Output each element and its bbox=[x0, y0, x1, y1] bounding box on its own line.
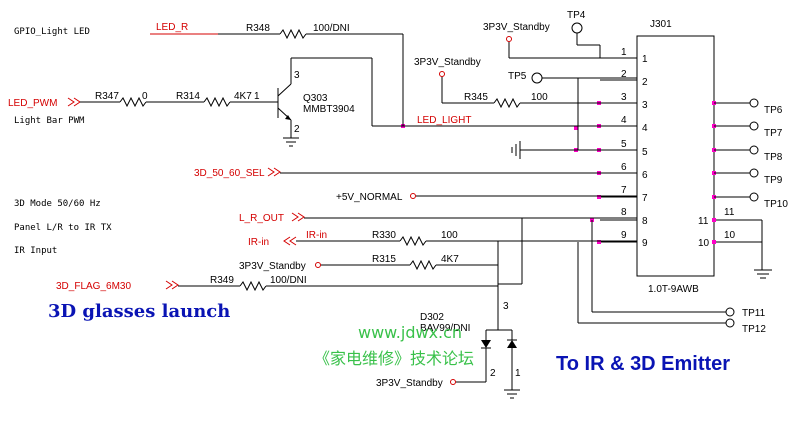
top-section: 3P3V_Standby TP4 TP5 3P3V_Standby R345 1… bbox=[414, 10, 637, 150]
svg-text:11: 11 bbox=[724, 207, 735, 218]
svg-text:2: 2 bbox=[642, 77, 648, 88]
svg-text:IR-in: IR-in bbox=[306, 230, 327, 241]
svg-text:TP7: TP7 bbox=[764, 128, 783, 139]
svg-text:3: 3 bbox=[642, 100, 648, 111]
svg-text:2: 2 bbox=[294, 124, 300, 135]
notes: 3D Mode 50/60 Hz Panel L/R to IR TX IR I… bbox=[14, 199, 112, 256]
svg-text:6: 6 bbox=[642, 170, 648, 181]
svg-text:+5V_NORMAL: +5V_NORMAL bbox=[336, 192, 403, 203]
right-testpoints: TP6 TP7 TP8 TP9 TP10 bbox=[714, 98, 788, 210]
svg-text:9: 9 bbox=[642, 238, 648, 249]
svg-text:3P3V_Standby: 3P3V_Standby bbox=[414, 57, 481, 68]
svg-text:R345: R345 bbox=[464, 92, 488, 103]
led-r-section: GPIO_Light LED LED_R R348 100/DNI bbox=[14, 22, 404, 126]
svg-text:BAV99/DNI: BAV99/DNI bbox=[420, 323, 470, 334]
svg-text:100/DNI: 100/DNI bbox=[270, 275, 307, 286]
connector-right-pins: 11 10 11 10 bbox=[698, 207, 772, 279]
svg-text:TP4: TP4 bbox=[567, 10, 586, 21]
svg-text:MMBT3904: MMBT3904 bbox=[303, 104, 355, 115]
svg-text:11: 11 bbox=[698, 216, 709, 227]
svg-text:1: 1 bbox=[254, 91, 260, 102]
diode-d302: 3 D302 BAV99/DNI 2 1 3P3V_Standby bbox=[376, 301, 521, 399]
svg-text:9: 9 bbox=[621, 230, 627, 241]
svg-text:3: 3 bbox=[294, 70, 300, 81]
svg-text:GPIO_Light LED: GPIO_Light LED bbox=[14, 27, 90, 37]
connector-pin-numbers-inner: 1 2 3 4 5 6 7 8 9 bbox=[642, 54, 648, 249]
svg-text:LED_LIGHT: LED_LIGHT bbox=[417, 115, 471, 126]
svg-text:5: 5 bbox=[621, 139, 627, 150]
svg-text:4K7: 4K7 bbox=[234, 91, 252, 102]
connector-j301: J301 1.0T-9AWB bbox=[636, 19, 715, 295]
svg-text:4K7: 4K7 bbox=[441, 254, 459, 265]
title-emitter: To IR & 3D Emitter bbox=[556, 353, 730, 375]
svg-text:2: 2 bbox=[490, 368, 496, 379]
title-glasses-launch: 3D glasses launch bbox=[48, 301, 230, 322]
lr-ir-section: L_R_OUT IR-in IR-in R330 100 3P3V_Standb… bbox=[239, 212, 637, 318]
svg-text:R330: R330 bbox=[372, 230, 396, 241]
svg-text:TP8: TP8 bbox=[764, 152, 783, 163]
svg-text:IR Input: IR Input bbox=[14, 246, 57, 256]
connector-ref: J301 bbox=[650, 19, 672, 30]
svg-text:R349: R349 bbox=[210, 275, 234, 286]
svg-text:1: 1 bbox=[642, 54, 648, 65]
svg-text:TP6: TP6 bbox=[764, 105, 783, 116]
svg-text:3D Mode 50/60 Hz: 3D Mode 50/60 Hz bbox=[14, 199, 101, 209]
svg-text:Q303: Q303 bbox=[303, 93, 328, 104]
svg-text:8: 8 bbox=[621, 207, 627, 218]
svg-text:5: 5 bbox=[642, 147, 648, 158]
svg-text:1: 1 bbox=[515, 368, 521, 379]
svg-text:TP5: TP5 bbox=[508, 71, 527, 82]
watermark-url: www.jdwx.cn bbox=[358, 323, 462, 342]
svg-text:0: 0 bbox=[142, 91, 148, 102]
svg-text:8: 8 bbox=[642, 216, 648, 227]
svg-text:3P3V_Standby: 3P3V_Standby bbox=[376, 378, 443, 389]
svg-text:TP9: TP9 bbox=[764, 175, 783, 186]
led-pwm-section: LED_PWM Light Bar PWM R347 0 R314 4K7 1 … bbox=[8, 57, 637, 147]
connector-part: 1.0T-9AWB bbox=[648, 284, 699, 295]
svg-text:TP11: TP11 bbox=[742, 308, 766, 319]
svg-text:100/DNI: 100/DNI bbox=[313, 23, 350, 34]
svg-text:6: 6 bbox=[621, 162, 627, 173]
svg-text:3P3V_Standby: 3P3V_Standby bbox=[483, 22, 550, 33]
watermark-forum: 《家电维修》技术论坛 bbox=[314, 349, 474, 368]
svg-text:1: 1 bbox=[621, 47, 627, 58]
svg-text:4: 4 bbox=[642, 123, 648, 134]
svg-text:3D_FLAG_6M30: 3D_FLAG_6M30 bbox=[56, 281, 131, 292]
svg-text:100: 100 bbox=[441, 230, 458, 241]
connector-pin-numbers-outer: 1 2 3 4 5 6 7 8 9 bbox=[621, 47, 627, 241]
svg-text:TP12: TP12 bbox=[742, 324, 766, 335]
svg-text:TP10: TP10 bbox=[764, 199, 788, 210]
svg-text:3D_50_60_SEL: 3D_50_60_SEL bbox=[194, 168, 265, 179]
svg-text:3: 3 bbox=[621, 92, 627, 103]
svg-text:3: 3 bbox=[503, 301, 509, 312]
svg-text:R315: R315 bbox=[372, 254, 396, 265]
svg-text:7: 7 bbox=[621, 185, 627, 196]
pin5-ground bbox=[511, 141, 637, 159]
sel-section: 3D_50_60_SEL +5V_NORMAL bbox=[194, 167, 637, 203]
svg-text:3P3V_Standby: 3P3V_Standby bbox=[239, 261, 306, 272]
svg-text:D302: D302 bbox=[420, 312, 444, 323]
svg-text:10: 10 bbox=[724, 230, 736, 241]
svg-text:7: 7 bbox=[642, 193, 648, 204]
svg-text:LED_PWM: LED_PWM bbox=[8, 98, 57, 109]
svg-text:LED_R: LED_R bbox=[156, 22, 188, 33]
svg-text:4: 4 bbox=[621, 115, 627, 126]
svg-text:R348: R348 bbox=[246, 23, 270, 34]
flag-section: 3D_FLAG_6M30 R349 100/DNI bbox=[56, 275, 498, 292]
svg-text:R314: R314 bbox=[176, 91, 200, 102]
svg-text:2: 2 bbox=[621, 69, 627, 80]
svg-text:IR-in: IR-in bbox=[248, 237, 269, 248]
svg-text:10: 10 bbox=[698, 238, 710, 249]
svg-text:100: 100 bbox=[531, 92, 548, 103]
svg-text:R347: R347 bbox=[95, 91, 119, 102]
svg-text:L_R_OUT: L_R_OUT bbox=[239, 213, 284, 224]
bottom-testpoints: TP11 TP12 bbox=[577, 220, 766, 335]
svg-text:Panel L/R to IR TX: Panel L/R to IR TX bbox=[14, 223, 112, 233]
svg-text:Light Bar PWM: Light Bar PWM bbox=[14, 116, 85, 126]
